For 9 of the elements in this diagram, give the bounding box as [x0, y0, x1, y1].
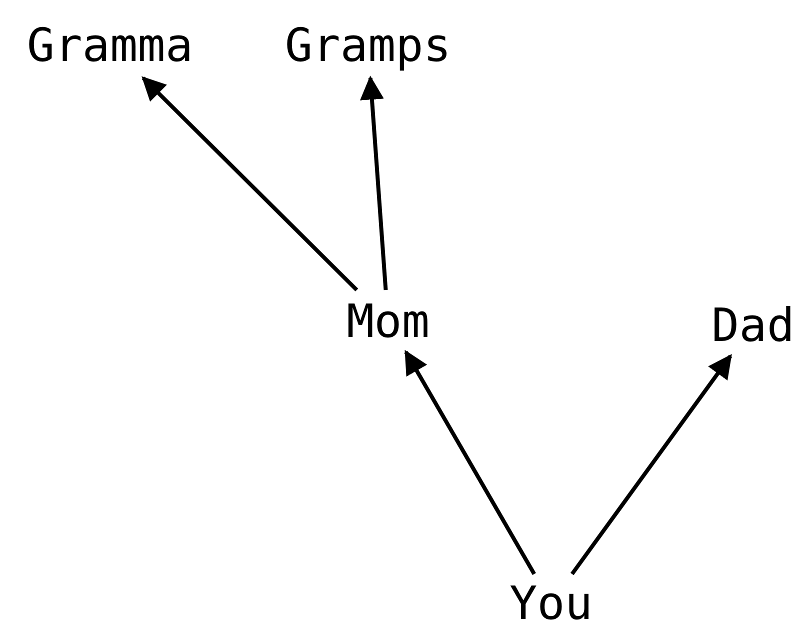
arrow [360, 76, 388, 290]
arrow [404, 350, 536, 575]
arrow [570, 354, 732, 576]
node-label: Gramps [280, 12, 456, 78]
node-label: Mom [340, 290, 436, 352]
node-label: Dad [707, 294, 799, 356]
node-label: Gramma [22, 12, 198, 78]
arrow [142, 76, 358, 292]
node-label: You [505, 574, 597, 632]
